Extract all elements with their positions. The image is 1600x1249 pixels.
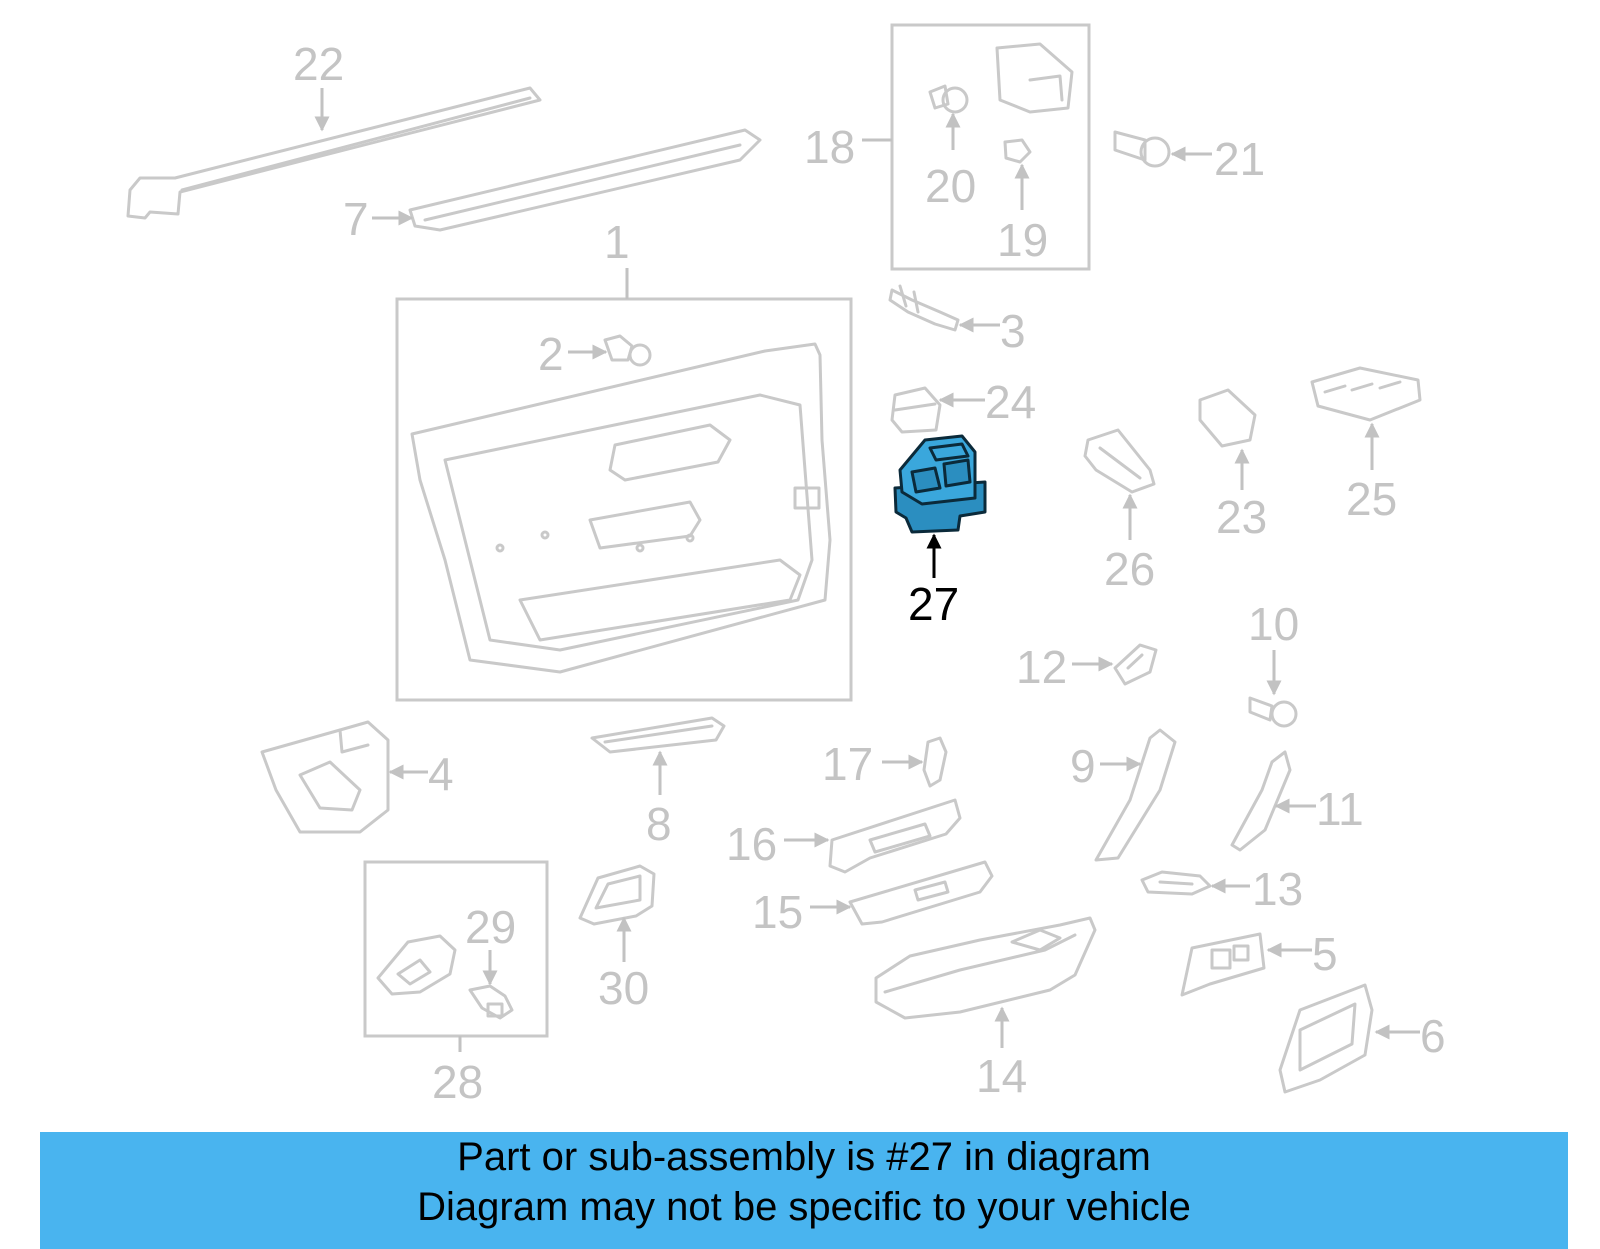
part-30-pocket — [578, 864, 656, 926]
part-24-switch — [890, 386, 942, 434]
label-12: 12 — [1016, 641, 1067, 693]
label-19: 19 — [997, 214, 1048, 266]
label-3: 3 — [1000, 305, 1026, 357]
label-28: 28 — [432, 1056, 483, 1108]
label-22: 22 — [293, 38, 344, 90]
label-2: 2 — [538, 328, 564, 380]
part-26-switch-bezel — [1083, 428, 1156, 494]
part-9-bracket — [1094, 728, 1177, 862]
part-7-belt-molding — [408, 128, 762, 232]
label-30: 30 — [598, 962, 649, 1014]
label-23: 23 — [1216, 491, 1267, 543]
label-26: 26 — [1104, 543, 1155, 595]
part-28-lamp — [376, 934, 457, 996]
part-18-handle-cover — [995, 42, 1074, 114]
part-21-bolt — [1113, 130, 1171, 168]
label-9: 9 — [1070, 740, 1096, 792]
part-3-wire-clip — [888, 284, 960, 332]
part-22-molding — [126, 86, 542, 220]
part-12-cover — [1113, 643, 1158, 686]
part-17-clip — [922, 736, 948, 788]
part-25-master-switch — [1310, 366, 1422, 422]
part-6-speaker-grille — [1278, 983, 1374, 1094]
label-13: 13 — [1252, 863, 1303, 915]
label-25: 25 — [1346, 473, 1397, 525]
part-19-clip — [1003, 138, 1032, 164]
label-1: 1 — [604, 216, 630, 268]
label-27: 27 — [908, 578, 959, 630]
part-1-door-panel — [410, 342, 832, 674]
label-6: 6 — [1420, 1010, 1446, 1062]
label-20: 20 — [925, 160, 976, 212]
part-13-cap — [1140, 870, 1212, 896]
label-5: 5 — [1312, 928, 1338, 980]
part-1-box — [395, 297, 853, 702]
label-4: 4 — [428, 748, 454, 800]
part-14-armrest — [874, 916, 1097, 1020]
part-11-trim — [1230, 750, 1292, 852]
label-10: 10 — [1248, 598, 1299, 650]
part-8-trim-strip — [590, 716, 726, 754]
label-24: 24 — [985, 376, 1036, 428]
label-17: 17 — [822, 738, 873, 790]
part-27-window-switch-highlighted — [893, 434, 987, 534]
part-15-switch-panel — [848, 860, 994, 926]
part-18-box — [890, 23, 1091, 271]
banner-line-1: Part or sub-assembly is #27 in diagram — [457, 1135, 1151, 1179]
label-7: 7 — [343, 193, 369, 245]
label-15: 15 — [752, 886, 803, 938]
part-5-switch-bezel — [1180, 932, 1266, 997]
label-21: 21 — [1214, 133, 1265, 185]
part-20-screw — [928, 84, 969, 114]
banner-line-2: Diagram may not be specific to your vehi… — [417, 1185, 1191, 1229]
part-23-switch — [1198, 388, 1257, 448]
part-16-switch-panel — [828, 798, 962, 874]
label-8: 8 — [646, 798, 672, 850]
part-28-box — [363, 860, 549, 1038]
label-16: 16 — [726, 818, 777, 870]
label-18: 18 — [804, 121, 855, 173]
label-29: 29 — [465, 901, 516, 953]
info-banner: Part or sub-assembly is #27 in diagram D… — [40, 1132, 1568, 1249]
part-29-bulb — [468, 984, 514, 1020]
part-10-screw — [1248, 696, 1298, 728]
label-11: 11 — [1316, 783, 1364, 835]
part-2-clip — [603, 334, 652, 367]
part-4-handle-bezel — [260, 720, 390, 834]
label-14: 14 — [976, 1050, 1027, 1102]
